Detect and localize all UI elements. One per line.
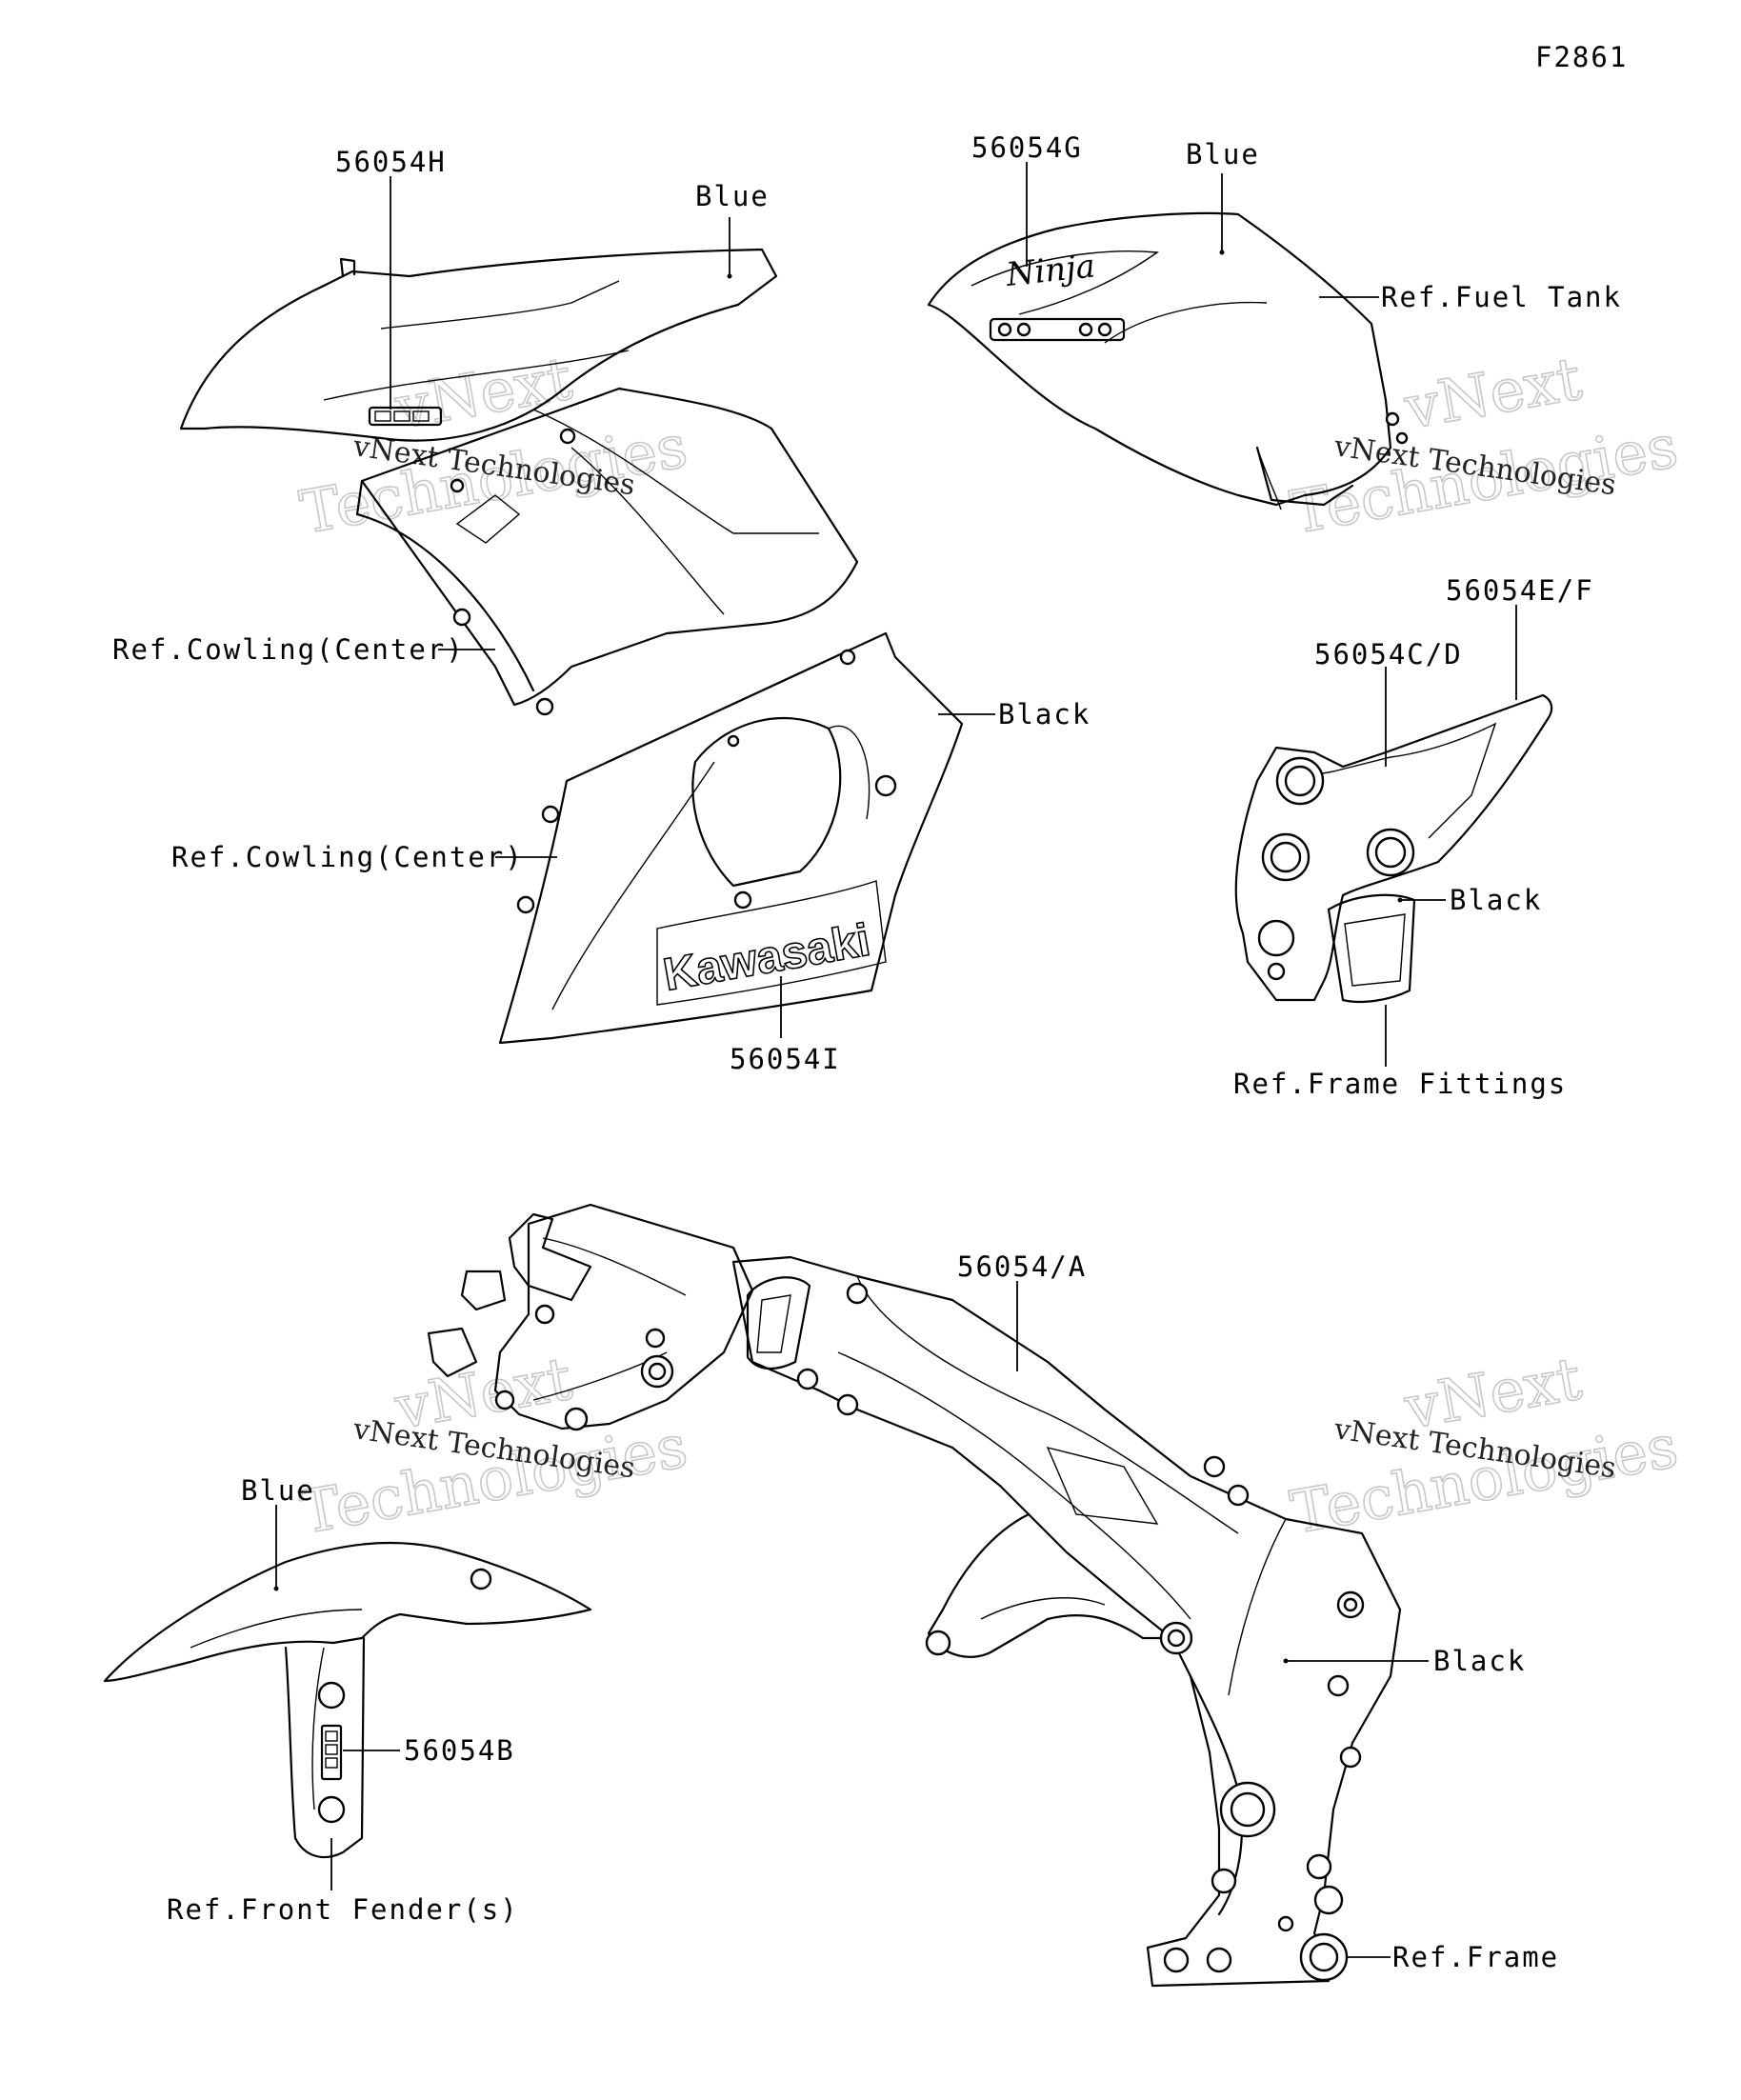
label-56054g: 56054G bbox=[971, 131, 1083, 164]
label-ref-frame-fittings: Ref.Frame Fittings bbox=[1233, 1068, 1567, 1100]
main-frame-part bbox=[427, 1203, 1402, 1988]
upper-cowling-part bbox=[179, 248, 859, 716]
label-ref-frame: Ref.Frame bbox=[1392, 1941, 1559, 1973]
label-ref-fuel-tank: Ref.Fuel Tank bbox=[1381, 281, 1622, 313]
label-black-fitting: Black bbox=[1450, 884, 1542, 916]
label-56054-a: 56054/A bbox=[957, 1250, 1087, 1283]
label-black-frame: Black bbox=[1433, 1645, 1526, 1677]
label-56054e-f: 56054E/F bbox=[1446, 574, 1594, 607]
front-fender-part bbox=[103, 1541, 592, 1859]
ninja-decal-text: Ninja bbox=[1004, 247, 1097, 294]
label-blue-tank: Blue bbox=[1186, 138, 1260, 170]
label-blue-fender: Blue bbox=[241, 1474, 315, 1507]
watermark-text: vNext bbox=[390, 344, 577, 443]
watermark-bottom-left: vNext Technologies vNext Technologies bbox=[294, 1343, 692, 1549]
watermark-text: vNext bbox=[1399, 344, 1587, 443]
kawasaki-decal-text: Kawasaki bbox=[660, 915, 874, 1001]
label-blue-upper: Blue bbox=[695, 180, 770, 212]
label-56054h: 56054H bbox=[335, 146, 447, 178]
fuel-tank-part: Ninja bbox=[927, 211, 1409, 510]
figure-code: F2861 bbox=[1535, 41, 1628, 73]
watermark-top-right: vNext Technologies vNext Technologies bbox=[1285, 343, 1683, 549]
label-ref-front-fenders: Ref.Front Fender(s) bbox=[167, 1893, 519, 1926]
watermark-top-left: vNext Technologies vNext Technologies bbox=[294, 343, 692, 549]
label-ref-cowling-center-2: Ref.Cowling(Center) bbox=[171, 841, 524, 873]
middle-cowling-part: Kawasaki bbox=[498, 631, 964, 1045]
label-56054c-d: 56054C/D bbox=[1314, 638, 1463, 670]
frame-fitting-part bbox=[1234, 693, 1553, 1004]
label-ref-cowling-center-1: Ref.Cowling(Center) bbox=[112, 633, 465, 666]
watermark-bottom-right: vNext Technologies vNext Technologies bbox=[1285, 1343, 1683, 1549]
label-56054b: 56054B bbox=[404, 1734, 515, 1767]
label-56054i: 56054I bbox=[730, 1043, 841, 1075]
label-black-cowl: Black bbox=[998, 698, 1091, 730]
